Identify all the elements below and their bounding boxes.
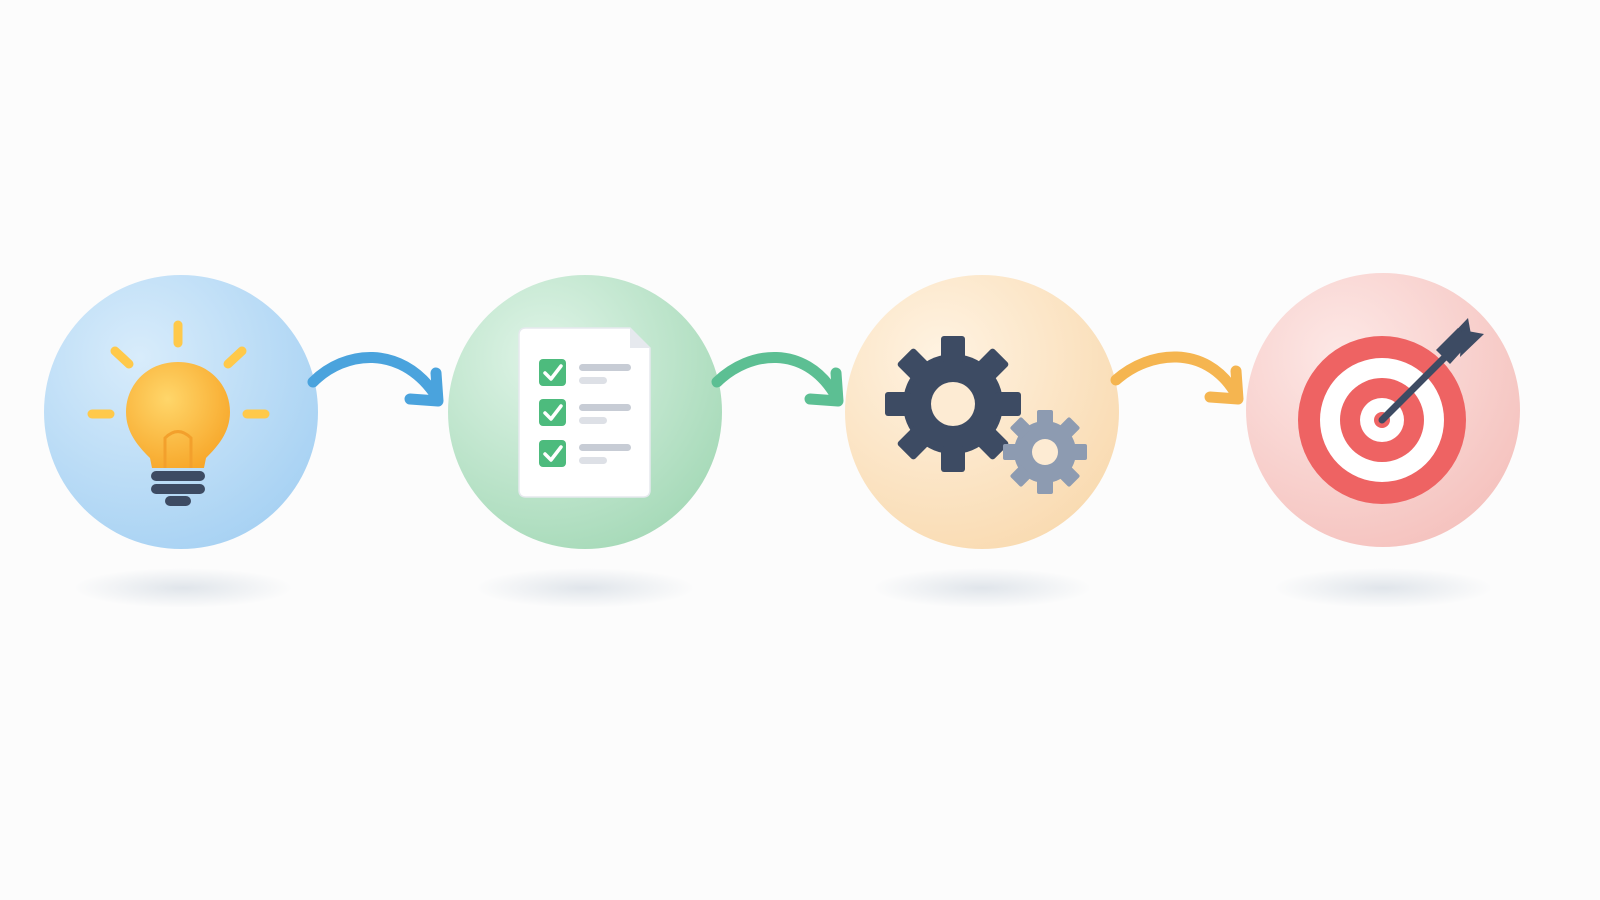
checklist-item bbox=[539, 440, 631, 467]
connector-idea-to-plan bbox=[307, 352, 444, 407]
step-idea bbox=[44, 275, 318, 549]
step-goal bbox=[1246, 273, 1520, 547]
checklist-document-icon bbox=[518, 327, 651, 498]
checklist-item bbox=[539, 359, 631, 386]
curved-arrow-icon bbox=[307, 352, 444, 407]
checklist-item bbox=[539, 399, 631, 426]
gears-icon bbox=[885, 336, 1087, 494]
large-gear-icon bbox=[885, 336, 1021, 472]
step-shadow bbox=[872, 568, 1092, 608]
curved-arrow-icon bbox=[711, 352, 844, 407]
step-shadow bbox=[73, 568, 293, 608]
step-shadow bbox=[1273, 568, 1493, 608]
target-dart-icon bbox=[1298, 318, 1484, 504]
connector-plan-to-execute bbox=[711, 352, 844, 407]
step-execute bbox=[845, 275, 1119, 549]
lightbulb-icon bbox=[87, 320, 270, 506]
connector-execute-to-goal bbox=[1110, 351, 1244, 405]
small-gear-icon bbox=[1003, 410, 1087, 494]
dart-icon bbox=[1378, 318, 1484, 424]
curved-arrow-icon bbox=[1110, 351, 1244, 405]
step-plan bbox=[448, 275, 722, 549]
step-shadow bbox=[475, 568, 695, 608]
